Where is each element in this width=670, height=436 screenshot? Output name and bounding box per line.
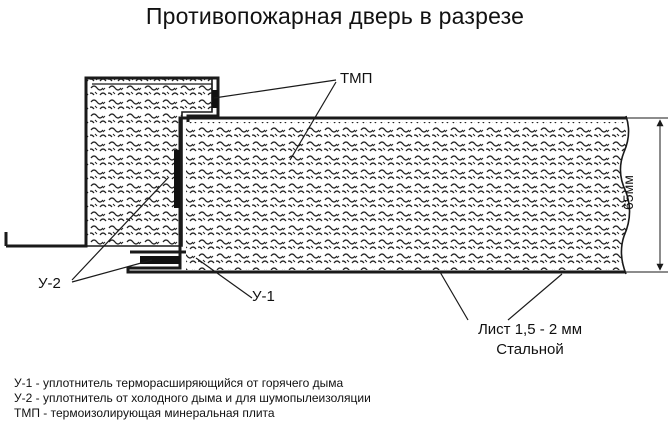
seal-u2-side xyxy=(174,150,180,208)
leader-sheet-top xyxy=(439,271,469,321)
label-sheet-thickness: Лист 1,5 - 2 мм xyxy=(477,321,583,338)
leader-u2-top xyxy=(71,177,169,281)
leader-tmp-leaf xyxy=(289,81,337,161)
label-thickness: 65мм xyxy=(620,175,636,210)
leader-sheet-right xyxy=(507,273,563,321)
label-sheet-material: Стальной xyxy=(496,341,564,358)
leaf-insulation xyxy=(186,122,626,270)
seal-u1 xyxy=(140,256,180,264)
door-leaf xyxy=(126,115,631,275)
legend: У-1 - уплотнитель терморасширяющийся от … xyxy=(14,376,371,421)
label-u1: У-1 xyxy=(252,288,275,305)
leaf-steel-sheet xyxy=(126,116,626,274)
label-steel-sheet: Лист 1,5 - 2 мм Стальной xyxy=(430,320,630,360)
thickness-dimension xyxy=(610,117,668,273)
legend-item-u1: У-1 - уплотнитель терморасширяющийся от … xyxy=(14,376,344,390)
legend-item-tmp: ТМП - термоизолирующая минеральная плита xyxy=(14,406,275,420)
leaf-break-line xyxy=(619,115,631,275)
diagram-title: Противопожарная дверь в разрезе xyxy=(145,3,525,29)
leader-lines xyxy=(71,79,563,321)
label-tmp: ТМП xyxy=(340,70,373,87)
seal-u2-top xyxy=(212,90,218,108)
leader-u2-bottom xyxy=(71,259,153,283)
legend-item-u2: У-2 - уплотнитель от холодного дыма и дл… xyxy=(14,391,371,405)
leader-u1 xyxy=(195,257,253,299)
leader-tmp-frame xyxy=(213,79,337,99)
label-u2: У-2 xyxy=(38,275,61,292)
